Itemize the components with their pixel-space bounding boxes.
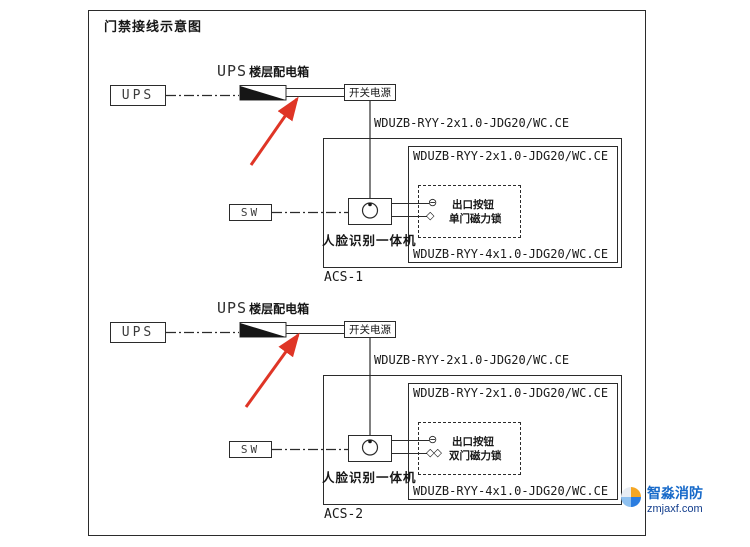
panel-bottom-cable-spec: WDUZB-RYY-4x1.0-JDG20/WC.CE [413,247,609,261]
acs-2-wiring-lines [166,322,429,456]
acs-1-door-devices-box [418,185,521,238]
magnetic-lock-icon: ◇◇ [426,447,442,459]
riser-cable-spec: WDUZB-RYY-2x1.0-JDG20/WC.CE [374,116,570,130]
watermark-text: 智淼消防 zmjaxf.com [647,485,703,516]
exit-button-icon: ⊖ [428,197,437,209]
red-pointer-arrow [249,96,299,166]
ups-box: UPS [110,322,166,343]
switch-power-box: 开关电源 [344,321,396,338]
magnetic-lock-label: 单门磁力锁 [449,213,502,225]
exit-button-icon: ⊖ [428,434,437,446]
switch-power-box: 开关电源 [344,84,396,101]
watermark-site: zmjaxf.com [647,503,703,516]
acs-2-inner-box [408,383,618,500]
panel-top-cable-spec: WDUZB-RYY-2x1.0-JDG20/WC.CE [413,149,609,163]
brand-logo-icon [621,487,641,507]
face-recognition-device-box [348,198,392,225]
acs-1-wiring-lines [166,85,429,219]
ups-floor-distribution-label: UPS 楼层配电箱 [217,299,309,317]
acs-1-label: ACS-1 [324,270,364,285]
acs-1-section: UPS 楼层配电箱 UPS 开关电源 SW WDUZB-RYY-2x1.0-JD… [0,60,750,292]
sw-box: SW [229,441,272,458]
magnetic-lock-icon: ◇ [426,210,435,222]
panel-bottom-cable-spec: WDUZB-RYY-4x1.0-JDG20/WC.CE [413,484,609,498]
face-recognition-device-box [348,435,392,462]
acs-2-section: UPS 楼层配电箱 UPS 开关电源 SW WDUZB-RYY-2x1.0-JD… [0,297,750,529]
acs-2-label: ACS-2 [324,507,364,522]
dist-label-latin: UPS [217,62,248,80]
ups-box: UPS [110,85,166,106]
exit-button-label: 出口按钮 [452,436,494,448]
ups-floor-distribution-label: UPS 楼层配电箱 [217,62,309,80]
sw-box: SW [229,204,272,221]
magnetic-lock-label: 双门磁力锁 [449,450,502,462]
acs-1-inner-box [408,146,618,263]
distribution-box-symbol [240,323,286,337]
exit-button-label: 出口按钮 [452,199,494,211]
distribution-box-symbol [240,86,286,100]
dist-label-latin: UPS [217,299,248,317]
acs-2-panel-box [323,375,622,505]
riser-cable-spec: WDUZB-RYY-2x1.0-JDG20/WC.CE [374,353,570,367]
face-recognition-device-label: 人脸识别一体机 [322,234,417,248]
face-recognition-device-label: 人脸识别一体机 [322,471,417,485]
watermark-brand: 智淼消防 [647,485,703,501]
dist-label-cjk: 楼层配电箱 [249,65,310,79]
dist-label-cjk: 楼层配电箱 [249,302,310,316]
panel-top-cable-spec: WDUZB-RYY-2x1.0-JDG20/WC.CE [413,386,609,400]
red-pointer-arrow [244,332,300,408]
diagram-title: 门禁接线示意图 [104,19,203,34]
acs-2-door-devices-box [418,422,521,475]
watermark: 智淼消防 zmjaxf.com [620,485,703,516]
acs-1-panel-box [323,138,622,268]
